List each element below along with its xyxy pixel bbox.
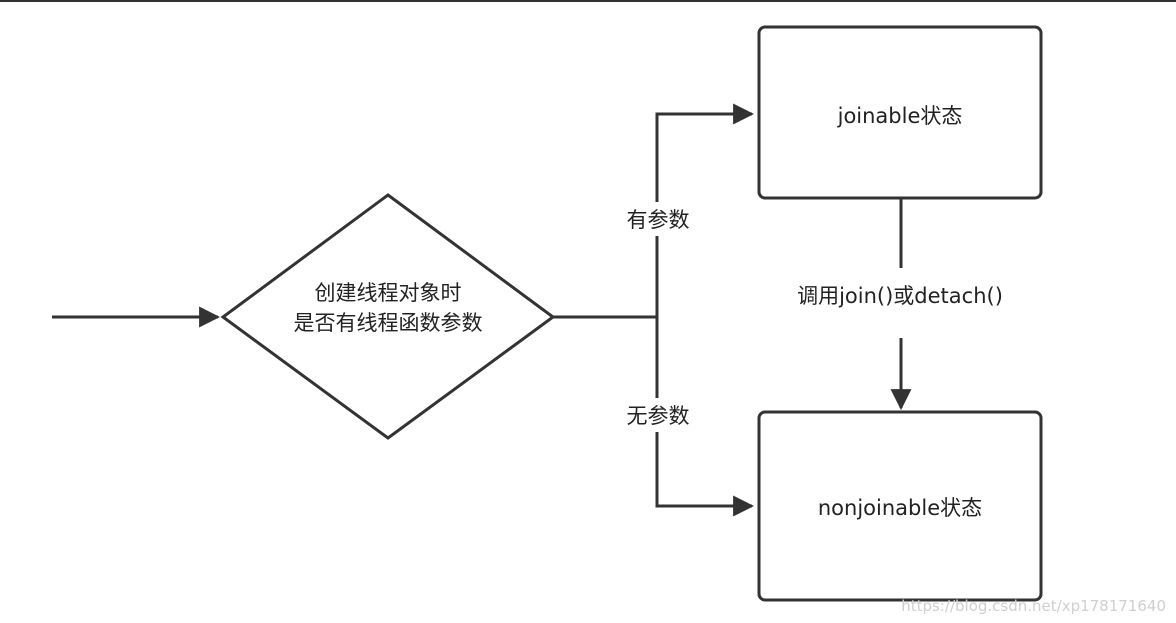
decision-label-line2: 是否有线程函数参数 (294, 311, 483, 335)
nonjoinable-state-label: nonjoinable状态 (818, 496, 982, 520)
has-param-branch (655, 103, 755, 317)
transition-label: 调用join()或detach() (797, 284, 1003, 308)
no-param-label: 无参数 (627, 404, 690, 428)
has-param-label-bg (618, 202, 698, 236)
joinable-state-label: joinable状态 (837, 104, 963, 128)
decision-diamond (220, 193, 556, 440)
decision-label-line1: 创建线程对象时 (315, 281, 462, 305)
watermark-text: https://blog.csdn.net/xp178171640 (901, 597, 1166, 615)
no-param-branch (655, 317, 755, 517)
no-param-label-bg (618, 398, 698, 432)
nonjoinable-state-box (757, 410, 1043, 602)
has-param-label: 有参数 (627, 208, 690, 232)
